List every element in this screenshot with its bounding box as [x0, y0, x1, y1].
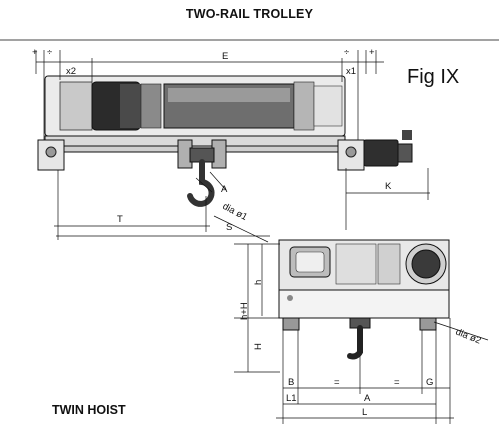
dim-div-left: ÷: [47, 47, 52, 58]
dim-dia2: dia ø2: [454, 327, 483, 347]
dim-K: K: [385, 181, 392, 192]
end-view-frame: [278, 289, 450, 319]
dim-div-right: ÷: [344, 47, 349, 58]
dim-A-top: A: [221, 184, 228, 195]
dim-h: h: [253, 280, 264, 285]
end-view-hook-icon: [347, 325, 363, 360]
dimension-lines-bottom: [234, 243, 489, 424]
wheel-left: [45, 146, 57, 158]
dim-plus-right: +: [369, 47, 375, 58]
caption-twin-hoist: TWIN HOIST: [52, 403, 126, 417]
travel-motor-fan: [397, 143, 413, 163]
travel-motor: [363, 139, 399, 167]
dim-H: H: [253, 343, 264, 350]
dim-L1: L1: [286, 393, 297, 404]
dim-T: T: [117, 214, 123, 225]
end-view-wheel-right: [419, 317, 437, 331]
end-view-brake-core: [411, 249, 441, 279]
dim-eq-right: =: [394, 377, 400, 388]
dim-A: A: [364, 393, 371, 404]
end-view-wheel-left: [282, 317, 300, 331]
dim-S: S: [226, 222, 232, 233]
dim-B: B: [288, 377, 294, 388]
bolt-icon: [287, 295, 293, 301]
dim-plus-left: +: [32, 47, 38, 58]
drum-highlight: [168, 88, 290, 102]
dim-x2: x2: [66, 66, 76, 77]
gearbox: [313, 85, 343, 127]
end-view-drum: [335, 243, 377, 285]
dimension-lines-top: [35, 50, 430, 243]
dim-x1: x1: [346, 66, 356, 77]
frame-plate: [44, 135, 346, 147]
page-title: TWO-RAIL TROLLEY: [185, 7, 314, 21]
hook-icon: [187, 159, 215, 207]
dim-G: G: [426, 377, 433, 388]
figure-label: Fig IX: [407, 66, 460, 88]
dim-E: E: [222, 51, 228, 62]
end-view-gear: [377, 243, 401, 285]
end-cover: [59, 81, 93, 131]
end-view-motor-cover: [295, 251, 325, 273]
dim-dia1: dia ø1: [221, 201, 249, 223]
dim-hH: h+H: [239, 302, 250, 320]
dim-eq-left: =: [334, 377, 340, 388]
motor-shade: [120, 84, 142, 128]
trolley-side-view: [37, 75, 413, 207]
gear-cover: [293, 81, 315, 131]
motor-flange: [140, 83, 162, 129]
trolley-end-view: [278, 239, 450, 360]
wheel-right: [345, 146, 357, 158]
terminal-box: [402, 130, 412, 140]
dim-L: L: [362, 407, 367, 418]
